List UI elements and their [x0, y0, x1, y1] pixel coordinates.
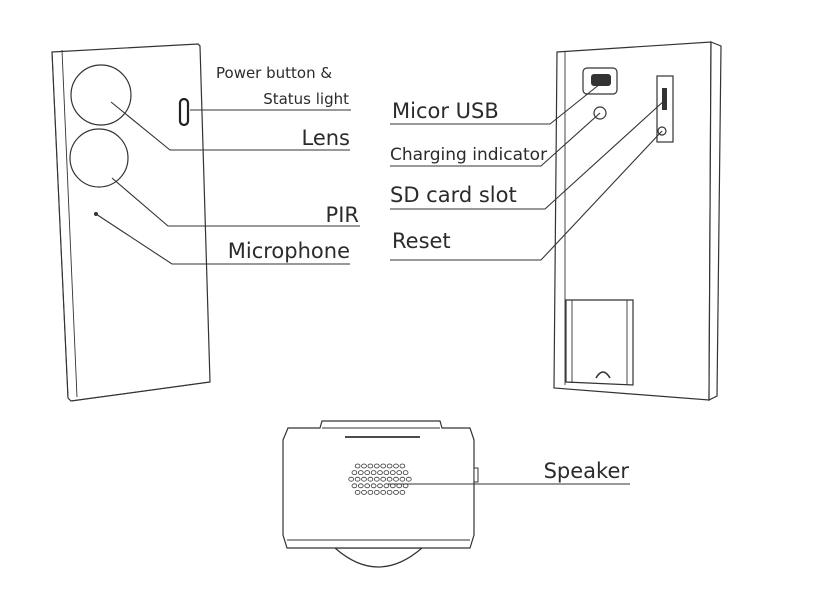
- speaker-hole: [373, 463, 380, 469]
- back-side: [708, 41, 722, 401]
- back-device: [553, 41, 722, 401]
- speaker-hole: [367, 463, 374, 469]
- bottom-dome: [333, 547, 424, 568]
- speaker-hole: [370, 483, 377, 489]
- speaker-hole: [402, 470, 409, 476]
- pir-circle: [69, 128, 129, 188]
- sd-slot: [662, 88, 667, 110]
- mount-notch: [595, 371, 611, 379]
- speaker-grille: [348, 463, 412, 495]
- speaker-hole: [405, 476, 412, 482]
- speaker-hole: [386, 463, 393, 469]
- speaker-hole: [357, 483, 364, 489]
- back-leader-lines: [390, 79, 666, 261]
- speaker-hole: [377, 483, 383, 489]
- power-button-label-1: Power button &: [216, 64, 332, 82]
- charging-indicator-label: Charging indicator: [390, 145, 547, 165]
- speaker-hole: [386, 489, 393, 495]
- speaker-hole: [399, 489, 406, 495]
- side-button: [473, 467, 479, 483]
- front-device: [51, 43, 211, 402]
- lens-label: Lens: [301, 126, 350, 150]
- speaker-hole: [357, 470, 364, 476]
- speaker-hole: [354, 476, 361, 482]
- speaker-hole: [389, 470, 396, 476]
- lens-leader: [110, 101, 350, 151]
- reset-label: Reset: [392, 229, 451, 253]
- speaker-hole: [399, 463, 406, 469]
- speaker-hole: [364, 470, 371, 476]
- speaker-hole: [351, 483, 358, 489]
- pir-leader: [111, 177, 360, 227]
- speaker-hole: [399, 476, 406, 482]
- pir-label: PIR: [326, 203, 359, 227]
- speaker-hole: [386, 476, 393, 482]
- speaker-hole: [380, 463, 387, 469]
- speaker-hole: [383, 483, 390, 489]
- front-leader-lines: [95, 101, 360, 265]
- speaker-hole: [351, 470, 358, 476]
- microphone-leader: [95, 213, 350, 265]
- speaker-hole: [373, 489, 380, 495]
- microphone-label: Microphone: [228, 239, 350, 263]
- speaker-label: Speaker: [544, 459, 630, 483]
- mount-plate: [565, 299, 634, 386]
- usb-leader: [390, 79, 606, 125]
- speaker-hole: [393, 489, 399, 495]
- speaker-hole: [380, 489, 387, 495]
- reset-leader: [390, 130, 663, 261]
- sd-card-slot-label: SD card slot: [390, 183, 517, 207]
- speaker-hole: [361, 489, 367, 495]
- speaker-hole: [396, 470, 403, 476]
- speaker-hole: [354, 489, 361, 495]
- speaker-hole: [380, 476, 387, 482]
- lens-circle: [70, 64, 132, 126]
- speaker-hole: [361, 476, 367, 482]
- speaker-hole: [361, 463, 367, 469]
- power-button: [178, 97, 190, 127]
- charging-leader: [390, 112, 601, 167]
- speaker-hole: [367, 476, 374, 482]
- micro-usb-label: Micor USB: [392, 99, 499, 123]
- speaker-hole: [393, 476, 399, 482]
- bottom-device: [282, 420, 479, 568]
- sd-leader: [390, 99, 666, 210]
- power-button-label-2: Status light: [263, 90, 349, 108]
- speaker-hole: [364, 483, 371, 489]
- speaker-hole: [393, 463, 399, 469]
- speaker-hole: [348, 476, 355, 482]
- speaker-hole: [383, 470, 390, 476]
- speaker-hole: [373, 476, 380, 482]
- speaker-hole: [367, 489, 374, 495]
- speaker-hole: [370, 470, 377, 476]
- speaker-hole: [354, 463, 361, 469]
- speaker-hole: [377, 470, 383, 476]
